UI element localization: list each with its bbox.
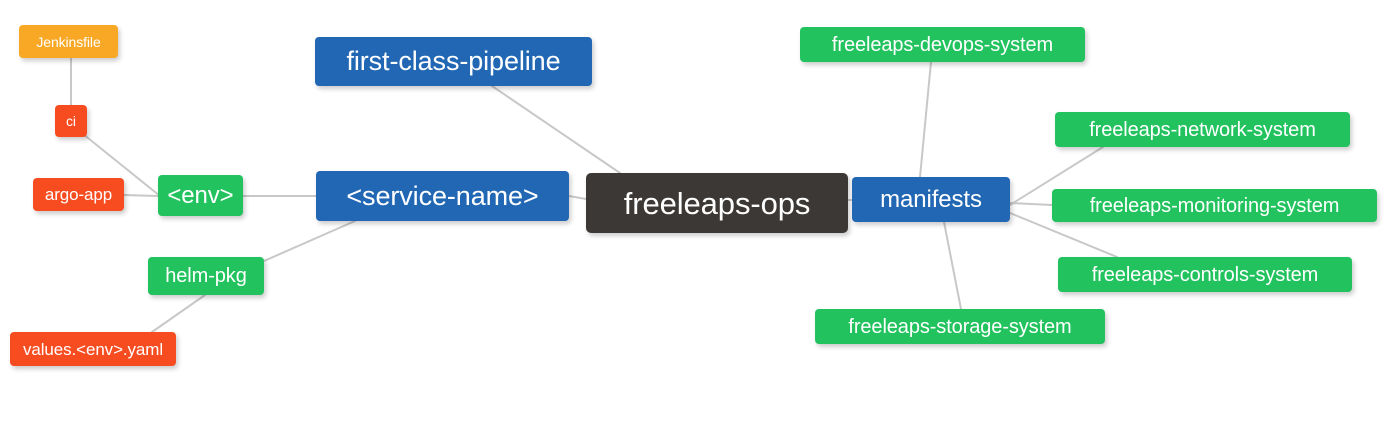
edge-values-yaml-to-helm-pkg (151, 294, 206, 333)
mindmap-node-storage-system[interactable]: freeleaps-storage-system (815, 309, 1105, 344)
edge-service-name-to-freeleaps-ops (568, 195, 587, 200)
edge-manifests-to-storage-system (943, 221, 962, 310)
mindmap-node-first-class-pipeline[interactable]: first-class-pipeline (315, 37, 592, 86)
mindmap-node-helm-pkg[interactable]: helm-pkg (148, 257, 264, 295)
edge-manifests-to-monitoring-system (1009, 202, 1053, 206)
edge-first-class-pipeline-to-freeleaps-ops (491, 85, 621, 174)
mindmap-node-freeleaps-ops[interactable]: freeleaps-ops (586, 173, 848, 233)
edge-manifests-to-devops-system (919, 61, 932, 178)
mindmap-node-jenkinsfile[interactable]: Jenkinsfile (19, 25, 118, 58)
mindmap-node-service-name[interactable]: <service-name> (316, 171, 569, 221)
mindmap-node-network-system[interactable]: freeleaps-network-system (1055, 112, 1350, 147)
mindmap-node-argo-app[interactable]: argo-app (33, 178, 124, 211)
mindmap-node-devops-system[interactable]: freeleaps-devops-system (800, 27, 1085, 62)
mindmap-node-manifests[interactable]: manifests (852, 177, 1010, 222)
mindmap-node-ci[interactable]: ci (55, 105, 87, 137)
mindmap-node-controls-system[interactable]: freeleaps-controls-system (1058, 257, 1352, 292)
mindmap-node-values-yaml[interactable]: values.<env>.yaml (10, 332, 176, 366)
mindmap-node-env[interactable]: <env> (158, 175, 243, 216)
edge-helm-pkg-to-service-name (263, 220, 356, 262)
mindmap-node-monitoring-system[interactable]: freeleaps-monitoring-system (1052, 189, 1377, 222)
edge-argo-app-to-env (123, 194, 159, 197)
